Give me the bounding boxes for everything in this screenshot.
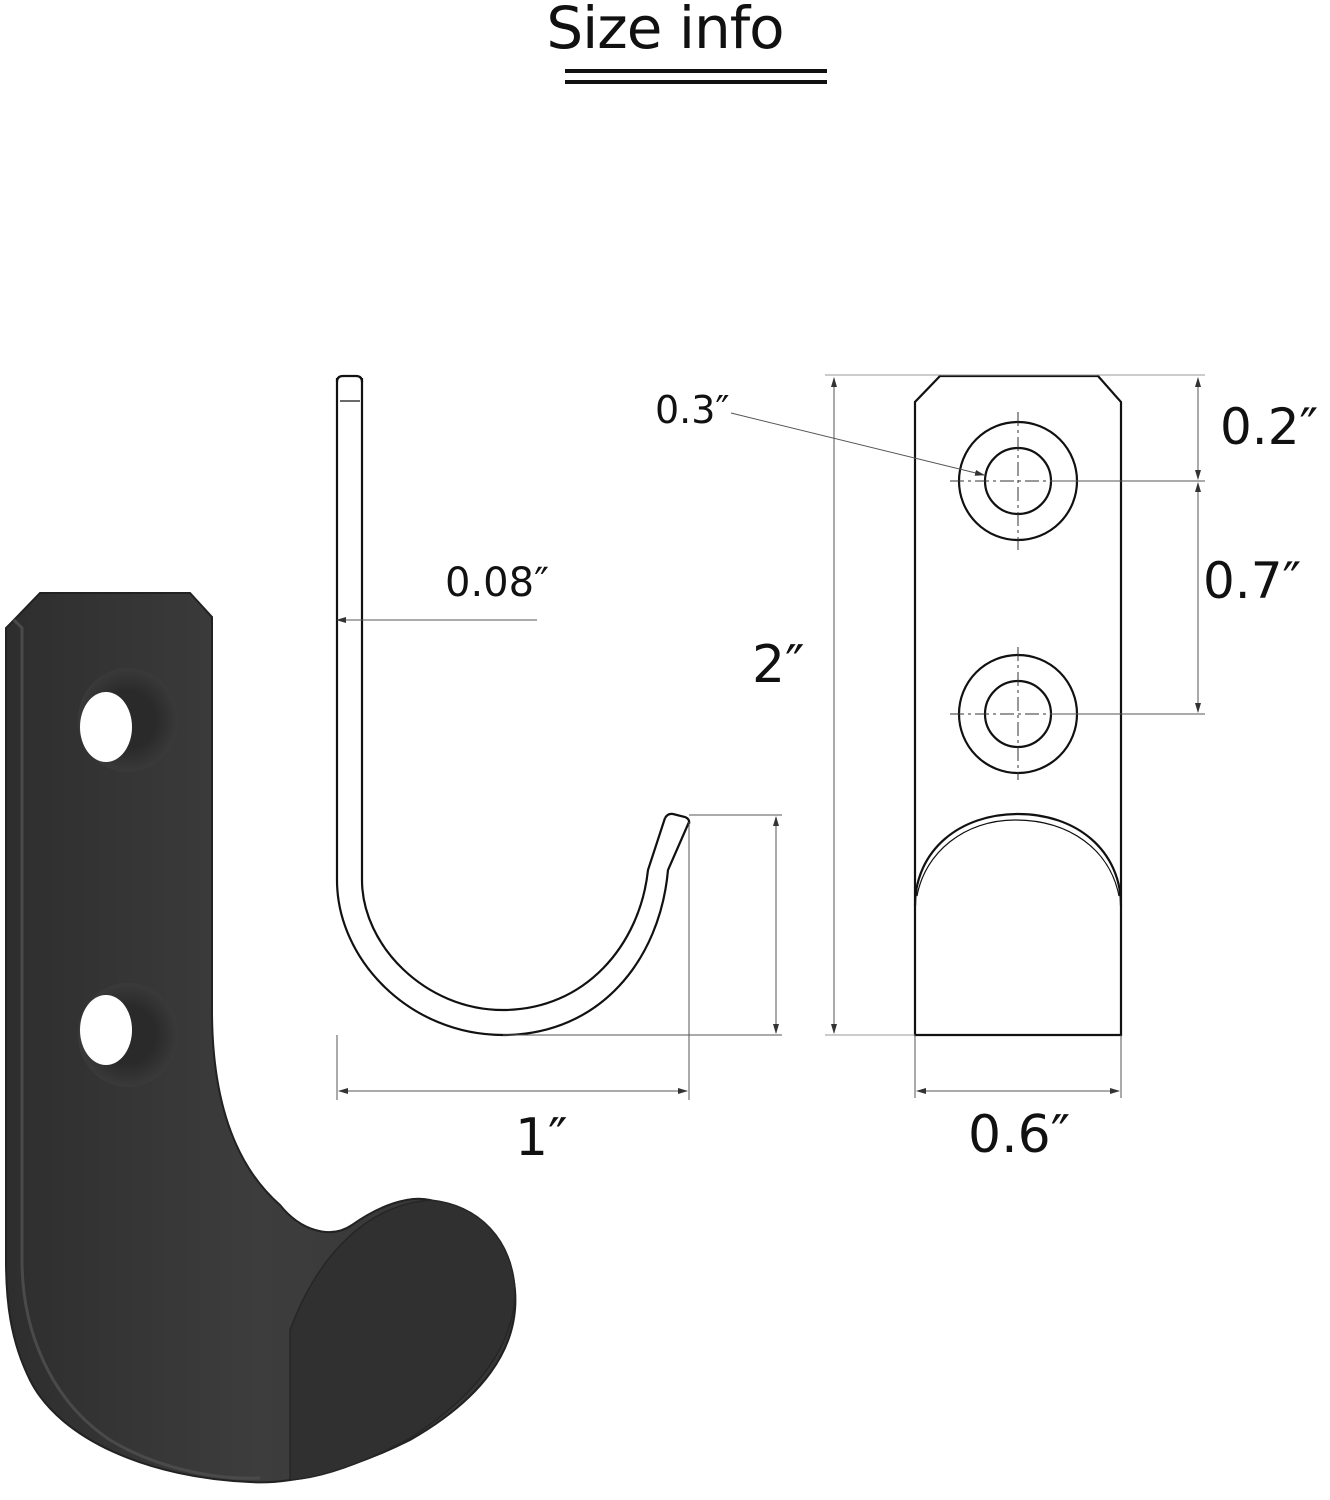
side-width-label: 1″ — [515, 1108, 568, 1168]
side-profile-outer — [335, 378, 691, 1037]
top-to-hole-label: 0.2″ — [1220, 398, 1319, 456]
side-profile-inner — [360, 378, 667, 1012]
hole-spacing-label: 0.7″ — [1203, 552, 1302, 610]
hook-tip-face — [289, 1199, 516, 1481]
front-view-dimensions — [730, 374, 1205, 1098]
height-label: 2″ — [752, 635, 805, 695]
side-view-dimensions — [336, 617, 782, 1100]
center-lines — [950, 412, 1086, 780]
front-width-label: 0.6″ — [968, 1105, 1071, 1165]
title-underline-double — [565, 80, 827, 84]
side-view-drawing — [335, 374, 691, 1037]
hook-edge — [12, 618, 261, 1480]
thickness-label: 0.08″ — [445, 560, 550, 606]
screw-hole-top — [80, 692, 132, 762]
hole-diameter-label: 0.3″ — [655, 388, 730, 432]
screw-hole-bottom — [80, 995, 132, 1065]
front-curl-arc — [913, 812, 1123, 907]
hook-product-render — [5, 592, 517, 1484]
title-underline — [565, 69, 827, 73]
page-title: Size info — [546, 0, 784, 62]
